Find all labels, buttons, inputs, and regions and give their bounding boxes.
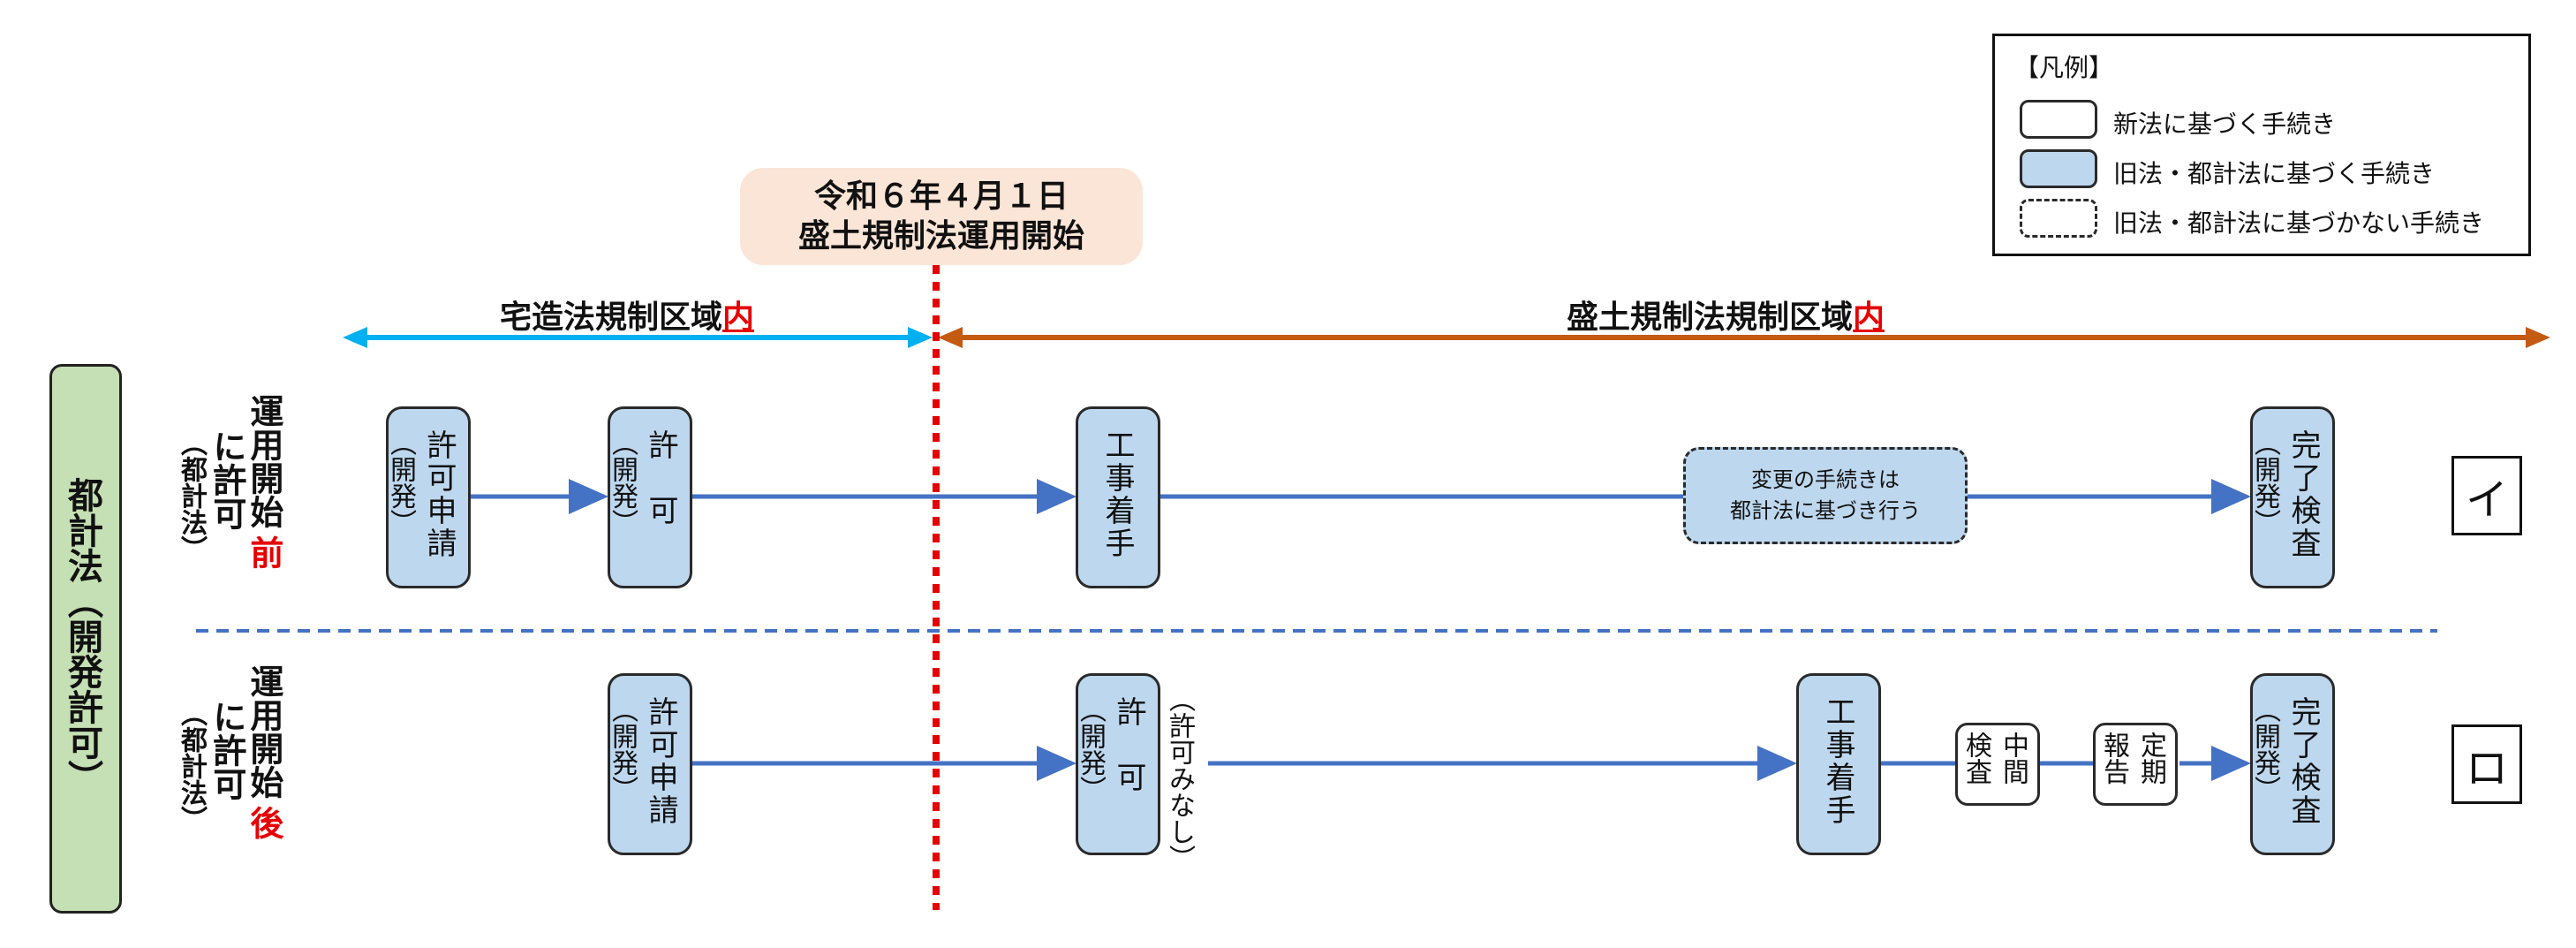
zone-label-left-text: 宅造法規制区域: [500, 300, 723, 336]
r2-node-permit: [1076, 673, 1160, 855]
r2-node-interim-a: 中間: [1998, 732, 2028, 785]
r1-node-complete-sub: （開発）: [2249, 429, 2280, 535]
zone-label-left: 宅造法規制区域内: [500, 292, 754, 337]
r2-node-permit-sub: （開発）: [1075, 696, 1106, 802]
zone-label-right-text: 盛土規制法規制区域: [1567, 300, 1854, 336]
zone-label-left-suffix: 内: [722, 300, 755, 336]
r2-node-start: [1796, 673, 1881, 855]
zone-label-right: 盛土規制法規制区域内: [1567, 292, 1885, 337]
row2-label-c: に許可: [207, 700, 246, 800]
legend: 【凡例】 新法に基づく手続き 旧法・都計法に基づく手続き 旧法・都計法に基づかな…: [1992, 34, 2531, 256]
r1-node-permit: [608, 406, 692, 588]
legend-label-new-law: 新法に基づく手続き: [2113, 110, 2337, 139]
row2-label-b: 後: [244, 806, 283, 839]
row1-sub: （都計法）: [176, 429, 207, 562]
r1-node-complete-main: 完了検査: [2285, 429, 2321, 560]
r2-node-periodic-a: 定期: [2135, 732, 2166, 785]
r1-node-start-text: 工事着手: [1099, 429, 1135, 560]
r2-node-apply-sub: （開発）: [607, 696, 638, 802]
start-date-line2: 盛土規制法運用開始: [797, 218, 1084, 254]
r1-node-complete: [2250, 406, 2335, 588]
r2-node-complete-main: 完了検査: [2285, 696, 2321, 827]
r1-node-change-text: 変更の手続きは 都計法に基づき行う: [1683, 447, 1968, 544]
row1-label-a: 運用開始: [244, 394, 283, 528]
r1-node-change-line2: 都計法に基づき行う: [1730, 498, 1921, 523]
row1-marker: イ: [2451, 456, 2522, 535]
row2-marker: ロ: [2451, 724, 2522, 804]
legend-title: 【凡例】: [2014, 53, 2114, 82]
start-date-line1: 令和６年４月１日: [813, 178, 1069, 215]
r2-node-interim: [1955, 723, 2040, 806]
r1-node-start: [1076, 406, 1160, 588]
r2-node-apply-main: 許可申請: [643, 696, 678, 827]
zone-label-right-suffix: 内: [1853, 300, 1885, 336]
r2-node-deemed: （許可みなし）: [1164, 686, 1195, 871]
legend-swatch-old-law: [2020, 149, 2097, 188]
zone-arrow-right: [938, 327, 2550, 348]
r2-node-start-text: 工事着手: [1820, 696, 1855, 827]
r2-node-periodic-b: 報告: [2098, 732, 2129, 785]
r1-node-change: [1683, 447, 1968, 544]
r2-node-complete: [2250, 673, 2335, 855]
sidebar-city-planning-act: [49, 364, 122, 914]
legend-swatch-new-law: [2020, 100, 2097, 139]
row2-sub: （都計法）: [176, 700, 207, 832]
legend-swatch-not-based: [2020, 199, 2097, 238]
r1-node-permit-main: 許 可: [643, 429, 678, 527]
r1-node-apply: [386, 406, 471, 588]
row1-label-b: 前: [244, 535, 283, 569]
legend-label-not-based: 旧法・都計法に基づかない手続き: [2113, 209, 2485, 238]
sidebar-label: 都計法（開発許可）: [62, 477, 102, 795]
r2-node-complete-sub: （開発）: [2249, 696, 2280, 802]
r2-node-periodic: [2093, 723, 2178, 806]
r1-node-apply-main: 許可申請: [421, 429, 457, 560]
zone-arrow-left: [343, 327, 933, 348]
legend-label-old-law: 旧法・都計法に基づく手続き: [2113, 159, 2436, 188]
r2-node-permit-main: 許 可: [1111, 696, 1146, 794]
row1-label-c: に許可: [207, 429, 246, 530]
r1-node-change-line1: 変更の手続きは: [1751, 467, 1900, 493]
start-date-banner: 令和６年４月１日 盛土規制法運用開始: [740, 168, 1143, 265]
r2-node-apply: [608, 673, 692, 855]
r1-node-permit-sub: （開発）: [607, 429, 638, 535]
row2-label-a: 運用開始: [244, 664, 283, 799]
r2-node-interim-b: 検査: [1960, 732, 1991, 785]
r1-node-apply-sub: （開発）: [385, 429, 416, 535]
